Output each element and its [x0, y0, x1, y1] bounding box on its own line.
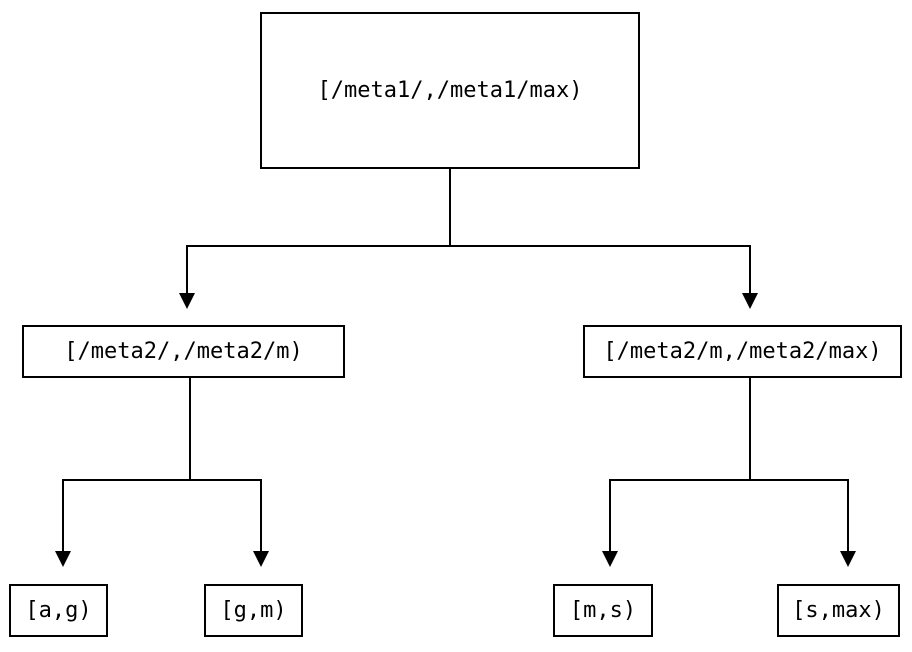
- node-range-a-g: [a,g): [9, 584, 108, 637]
- arrow-down-icon: [179, 293, 195, 309]
- arrow-down-icon: [55, 551, 71, 567]
- node-range-a-g-label: [a,g): [25, 598, 92, 623]
- node-range-s-max-label: [s,max): [792, 598, 885, 623]
- node-meta2-upper-range: [/meta2/m,/meta2/max): [583, 325, 902, 378]
- arrow-down-icon: [840, 551, 856, 567]
- arrow-down-icon: [253, 551, 269, 567]
- node-meta2-upper-range-label: [/meta2/m,/meta2/max): [603, 339, 882, 364]
- arrow-down-icon: [602, 551, 618, 567]
- node-range-g-m-label: [g,m): [220, 598, 287, 623]
- connector-root-bracket: [186, 245, 751, 294]
- arrow-down-icon: [742, 293, 758, 309]
- node-range-g-m: [g,m): [204, 584, 303, 637]
- connector-right-bracket: [609, 479, 849, 552]
- node-meta2-lower-range: [/meta2/,/meta2/m): [22, 325, 345, 378]
- node-range-m-s-label: [m,s): [569, 598, 637, 623]
- node-meta1-range-label: [/meta1/,/meta1/max): [317, 78, 583, 103]
- node-range-s-max: [s,max): [777, 584, 900, 637]
- node-range-m-s: [m,s): [553, 584, 653, 637]
- node-meta1-range: [/meta1/,/meta1/max): [260, 12, 640, 169]
- connector-left-bracket: [62, 479, 262, 552]
- node-meta2-lower-range-label: [/meta2/,/meta2/m): [64, 339, 303, 364]
